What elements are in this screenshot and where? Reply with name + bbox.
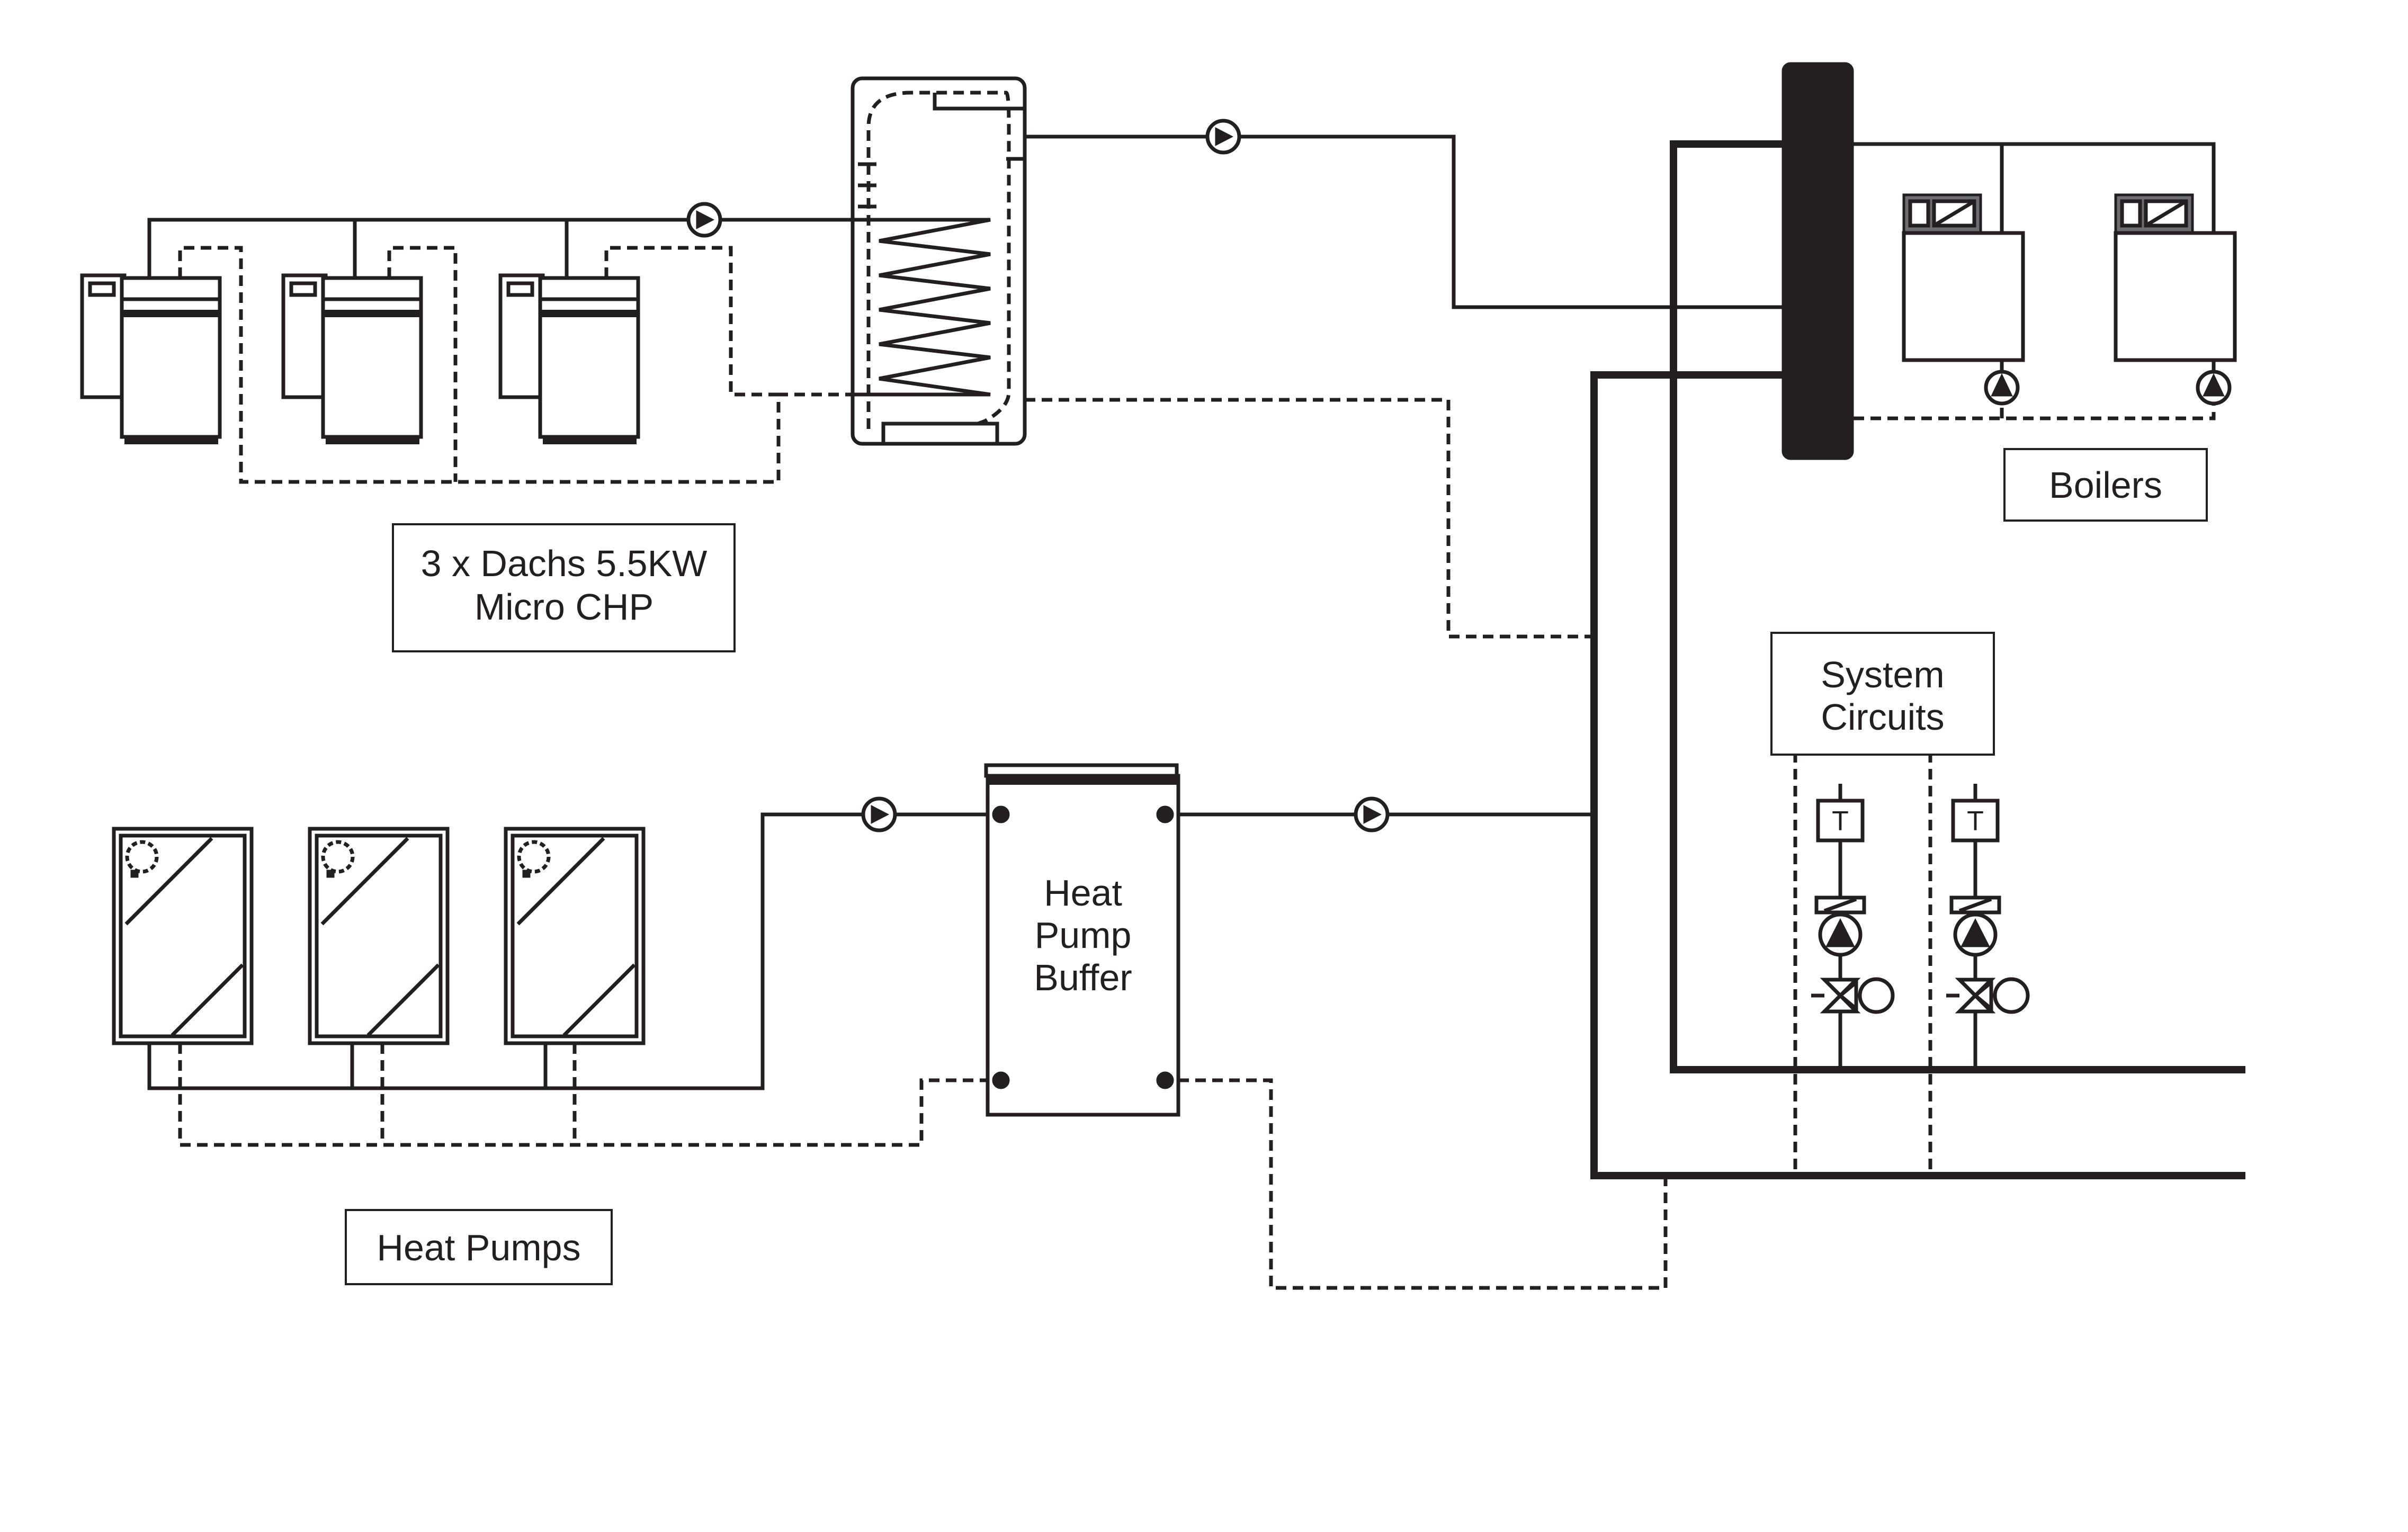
svg-text:Heat Pumps: Heat Pumps [377, 1227, 580, 1268]
chp-label: 3 x Dachs 5.5KW Micro CHP [392, 523, 736, 652]
thermostat-label: T [1832, 806, 1849, 837]
chp-circuit-pump-icon [686, 202, 722, 238]
svg-text:3 x Dachs 5.5KW: 3 x Dachs 5.5KW [421, 543, 708, 584]
heat-pump-1 [112, 827, 254, 1045]
cylinder-return-pipe [1025, 398, 1594, 639]
boiler-2-pump-icon [2196, 370, 2232, 406]
cylinder-pump-icon [1205, 119, 1241, 155]
chp-unit-3 [498, 273, 640, 444]
boiler-1-pump-icon [1984, 370, 2020, 406]
heat-pump-3 [504, 827, 646, 1045]
heat-pumps-label: Heat Pumps [345, 1209, 613, 1285]
boiler-1 [1902, 193, 2025, 371]
system-circuits-label: System Circuits [1770, 632, 1995, 756]
system-circuit-1: T [1793, 752, 1932, 1176]
thermostat-label: T [1967, 806, 1984, 837]
main-headers [1590, 140, 2245, 1179]
boilers-label: Boilers [2003, 448, 2208, 522]
buffer-pump-icon [1354, 796, 1390, 832]
svg-text:Heat: Heat [1044, 872, 1122, 913]
buffer-return-pipe [1178, 1078, 1668, 1290]
svg-text:Boilers: Boilers [2049, 464, 2162, 506]
chp-unit-2 [281, 273, 423, 444]
system-circuit-2: T [1946, 784, 2030, 1070]
svg-text:Circuits: Circuits [1821, 696, 1944, 738]
heat-pump-buffer [984, 763, 1180, 1117]
svg-text:System: System [1821, 654, 1944, 695]
svg-text:Buffer: Buffer [1034, 957, 1132, 998]
heat-pump-circuit-pump-icon [861, 796, 897, 832]
svg-text:Micro CHP: Micro CHP [475, 586, 654, 628]
heat-pump-pipework [147, 812, 988, 1147]
cylinder-flow-pipe [1025, 135, 1782, 309]
chp-pipework [147, 218, 853, 484]
boiler-pipework [1854, 142, 2216, 420]
buffer-label: Heat Pump Buffer [1034, 872, 1132, 998]
heat-pump-2 [308, 827, 450, 1045]
boiler-2 [2114, 193, 2237, 371]
low-loss-header [1782, 62, 1854, 460]
hot-water-cylinder [851, 76, 1027, 446]
svg-text:Pump: Pump [1035, 915, 1132, 956]
chp-unit-1 [80, 273, 222, 444]
